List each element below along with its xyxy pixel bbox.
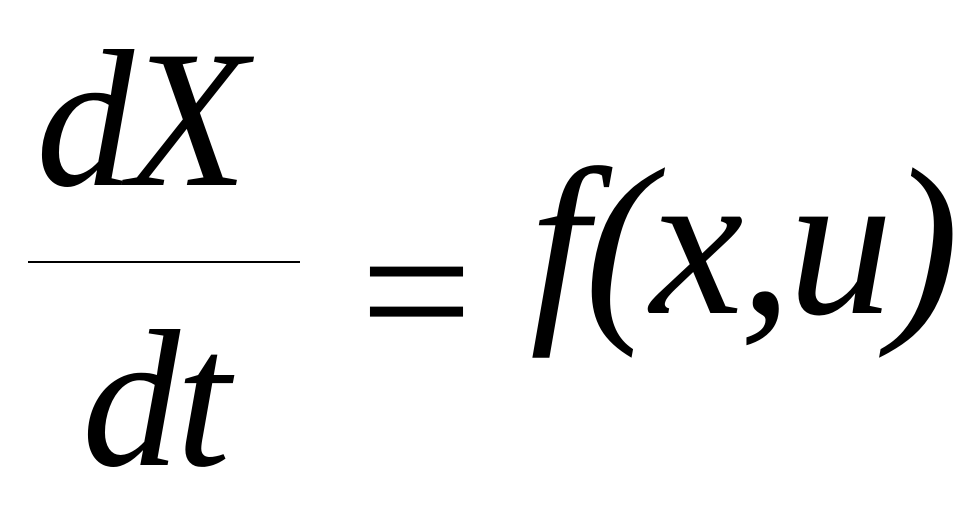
fraction-bar (28, 261, 300, 263)
right-hand-side: f(x,u) (530, 127, 959, 359)
equals-sign: = (360, 181, 473, 402)
fraction-numerator: dX (36, 11, 248, 228)
fraction-denominator: dt (82, 291, 230, 508)
